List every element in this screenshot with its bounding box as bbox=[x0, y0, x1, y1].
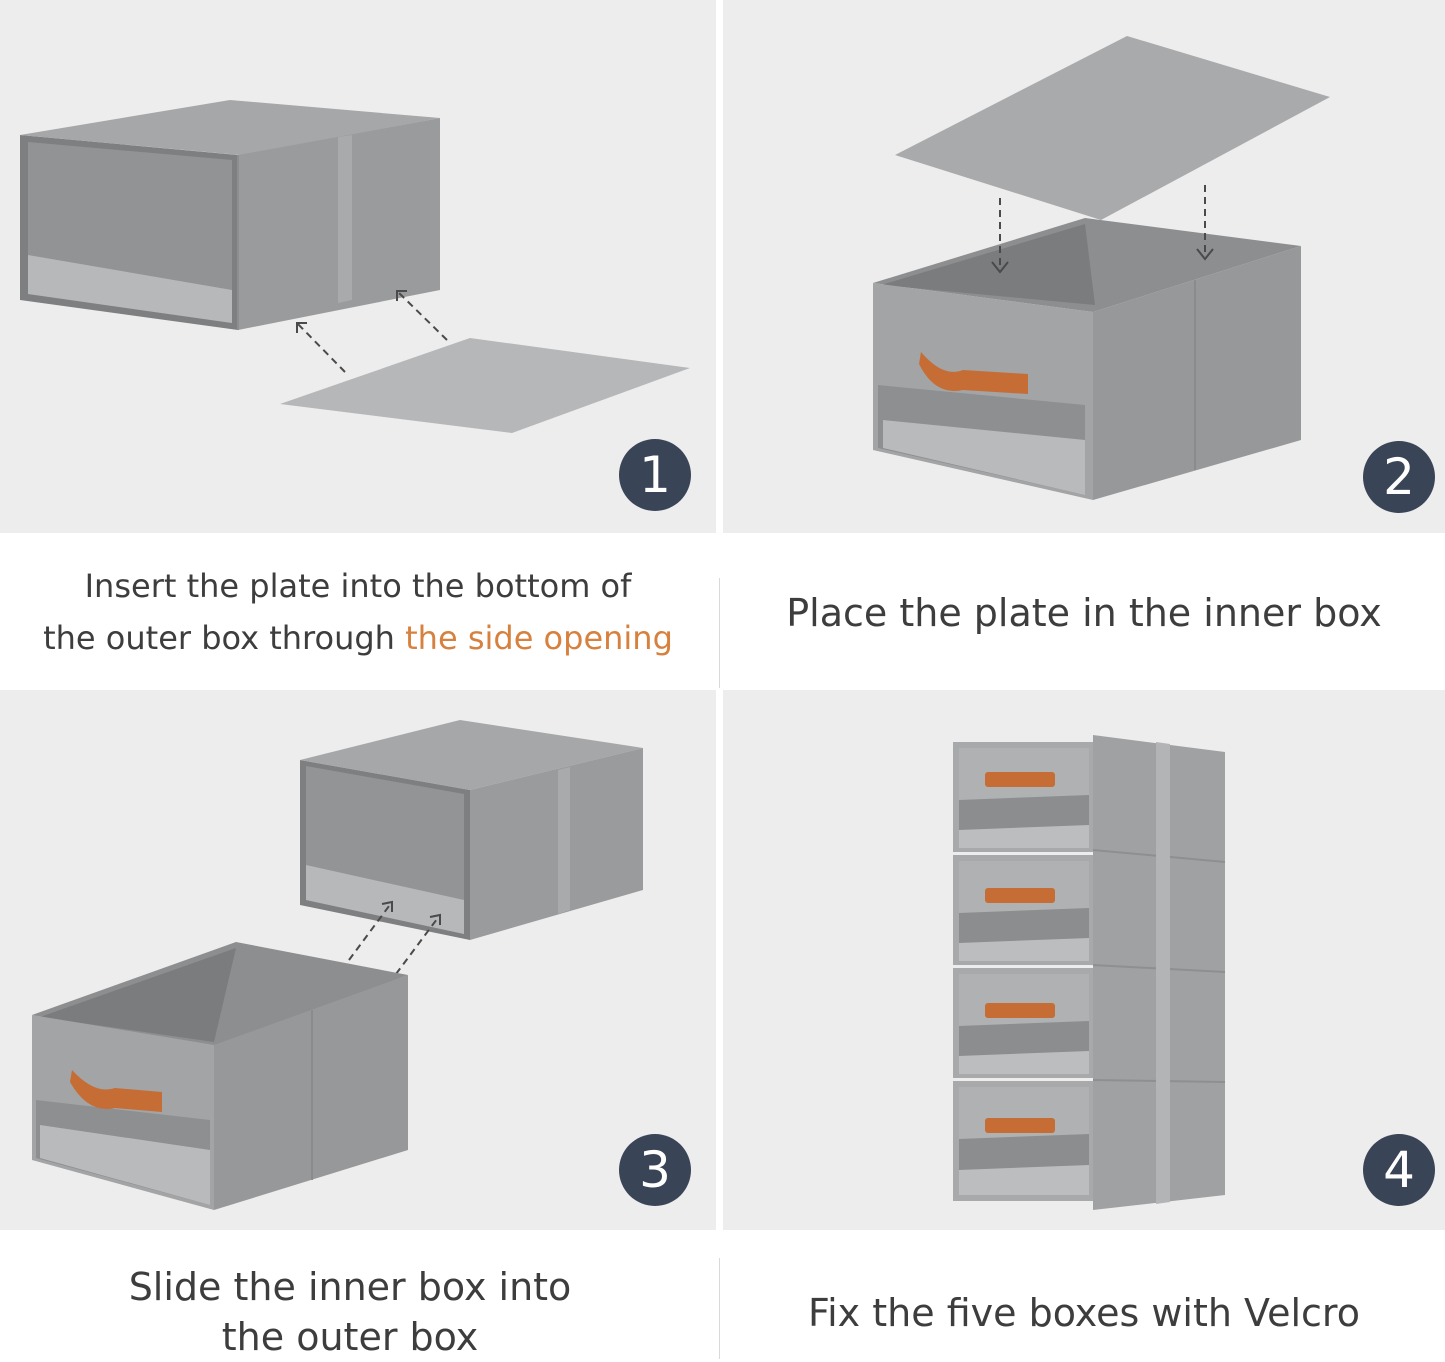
step-number-badge: 1 bbox=[619, 439, 691, 511]
step-1-caption: Insert the plate into the bottom of the … bbox=[0, 560, 716, 664]
caption-text: the outer box through bbox=[43, 619, 406, 657]
step-1-panel: 1 bbox=[0, 0, 716, 533]
step-4-caption: Fix the five boxes with Velcro bbox=[808, 1291, 1360, 1335]
step-4-panel: 4 bbox=[723, 690, 1445, 1230]
step-number-badge: 2 bbox=[1363, 441, 1435, 513]
step-3-illustration bbox=[32, 720, 643, 1210]
step-3-caption: Slide the inner box into the outer box bbox=[0, 1262, 700, 1362]
caption-line: Insert the plate into the bottom of bbox=[84, 567, 632, 605]
caption-line: the outer box through the side opening bbox=[0, 612, 716, 664]
step-number-badge: 4 bbox=[1363, 1134, 1435, 1206]
caption-line: Slide the inner box into bbox=[128, 1265, 572, 1309]
step-2-caption: Place the plate in the inner box bbox=[786, 591, 1382, 635]
step-4-illustration bbox=[953, 735, 1226, 1210]
divider bbox=[719, 578, 720, 688]
step-2-panel: 2 bbox=[723, 0, 1445, 533]
caption-line: the outer box bbox=[221, 1315, 479, 1359]
step-2-illustration bbox=[873, 36, 1330, 500]
step-1-illustration bbox=[20, 100, 690, 433]
step-3-panel: 3 bbox=[0, 690, 716, 1230]
caption-highlight: the side opening bbox=[405, 619, 673, 657]
step-number-badge: 3 bbox=[619, 1134, 691, 1206]
divider bbox=[719, 1258, 720, 1359]
